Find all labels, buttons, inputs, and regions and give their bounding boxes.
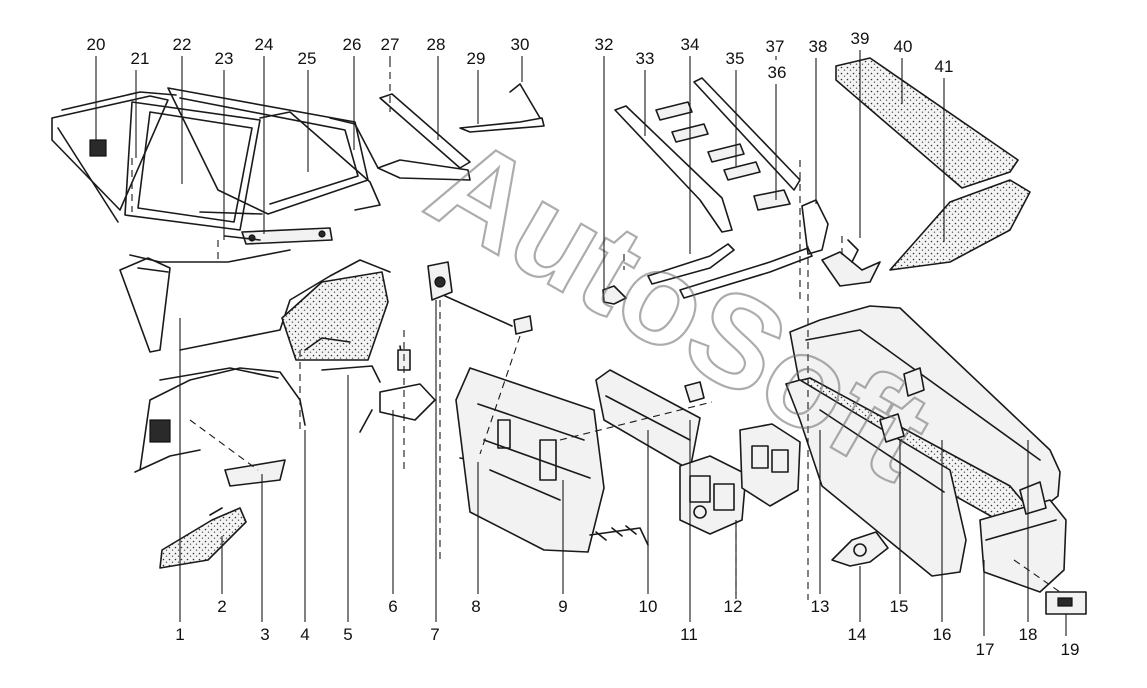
callout-25: 25 bbox=[298, 49, 317, 68]
callout-33: 33 bbox=[636, 49, 655, 68]
callout-41: 41 bbox=[935, 57, 954, 76]
callout-35: 35 bbox=[726, 49, 745, 68]
callout-5: 5 bbox=[343, 625, 352, 644]
callout-7: 7 bbox=[430, 625, 439, 644]
callout-19: 19 bbox=[1061, 640, 1080, 659]
callout-16: 16 bbox=[933, 625, 952, 644]
assembly-dash-lines bbox=[131, 60, 1061, 600]
callout-1: 1 bbox=[175, 625, 184, 644]
callout-8: 8 bbox=[471, 597, 480, 616]
leader-lines bbox=[95, 50, 1067, 636]
rear-quarter-panel-group bbox=[119, 257, 391, 569]
callout-18: 18 bbox=[1019, 625, 1038, 644]
trunk-lid-group bbox=[821, 57, 1031, 287]
callout-22: 22 bbox=[173, 35, 192, 54]
callout-17: 17 bbox=[976, 640, 995, 659]
callout-28: 28 bbox=[427, 35, 446, 54]
callout-27: 27 bbox=[381, 35, 400, 54]
callout-6: 6 bbox=[388, 597, 397, 616]
callout-29: 29 bbox=[467, 49, 486, 68]
callout-15: 15 bbox=[890, 597, 909, 616]
callout-10: 10 bbox=[639, 597, 658, 616]
callout-34: 34 bbox=[681, 35, 700, 54]
callout-11: 11 bbox=[680, 625, 698, 644]
callout-26: 26 bbox=[343, 35, 362, 54]
callout-40: 40 bbox=[894, 37, 913, 56]
rear-body-panel-group bbox=[455, 367, 649, 553]
tail-lamp-group bbox=[595, 369, 801, 535]
callout-21: 21 bbox=[131, 49, 150, 68]
fender-bracket-icon bbox=[149, 419, 171, 443]
callout-36: 36 bbox=[768, 63, 787, 82]
roof-and-rear-window-group bbox=[51, 87, 381, 263]
rear-bumper-group bbox=[785, 305, 1087, 615]
callout-24: 24 bbox=[255, 35, 274, 54]
callout-39: 39 bbox=[851, 29, 870, 48]
callout-14: 14 bbox=[848, 625, 867, 644]
callout-30: 30 bbox=[511, 35, 530, 54]
callout-32: 32 bbox=[595, 35, 614, 54]
callout-38: 38 bbox=[809, 37, 828, 56]
callout-13: 13 bbox=[811, 597, 830, 616]
callout-2: 2 bbox=[217, 597, 226, 616]
roof-clip-icon bbox=[89, 139, 107, 157]
callout-3: 3 bbox=[260, 625, 269, 644]
callout-4: 4 bbox=[300, 625, 309, 644]
callout-9: 9 bbox=[558, 597, 567, 616]
callout-37: 37 bbox=[766, 37, 785, 56]
callout-12: 12 bbox=[724, 597, 743, 616]
callout-23: 23 bbox=[215, 49, 234, 68]
callout-20: 20 bbox=[87, 35, 106, 54]
